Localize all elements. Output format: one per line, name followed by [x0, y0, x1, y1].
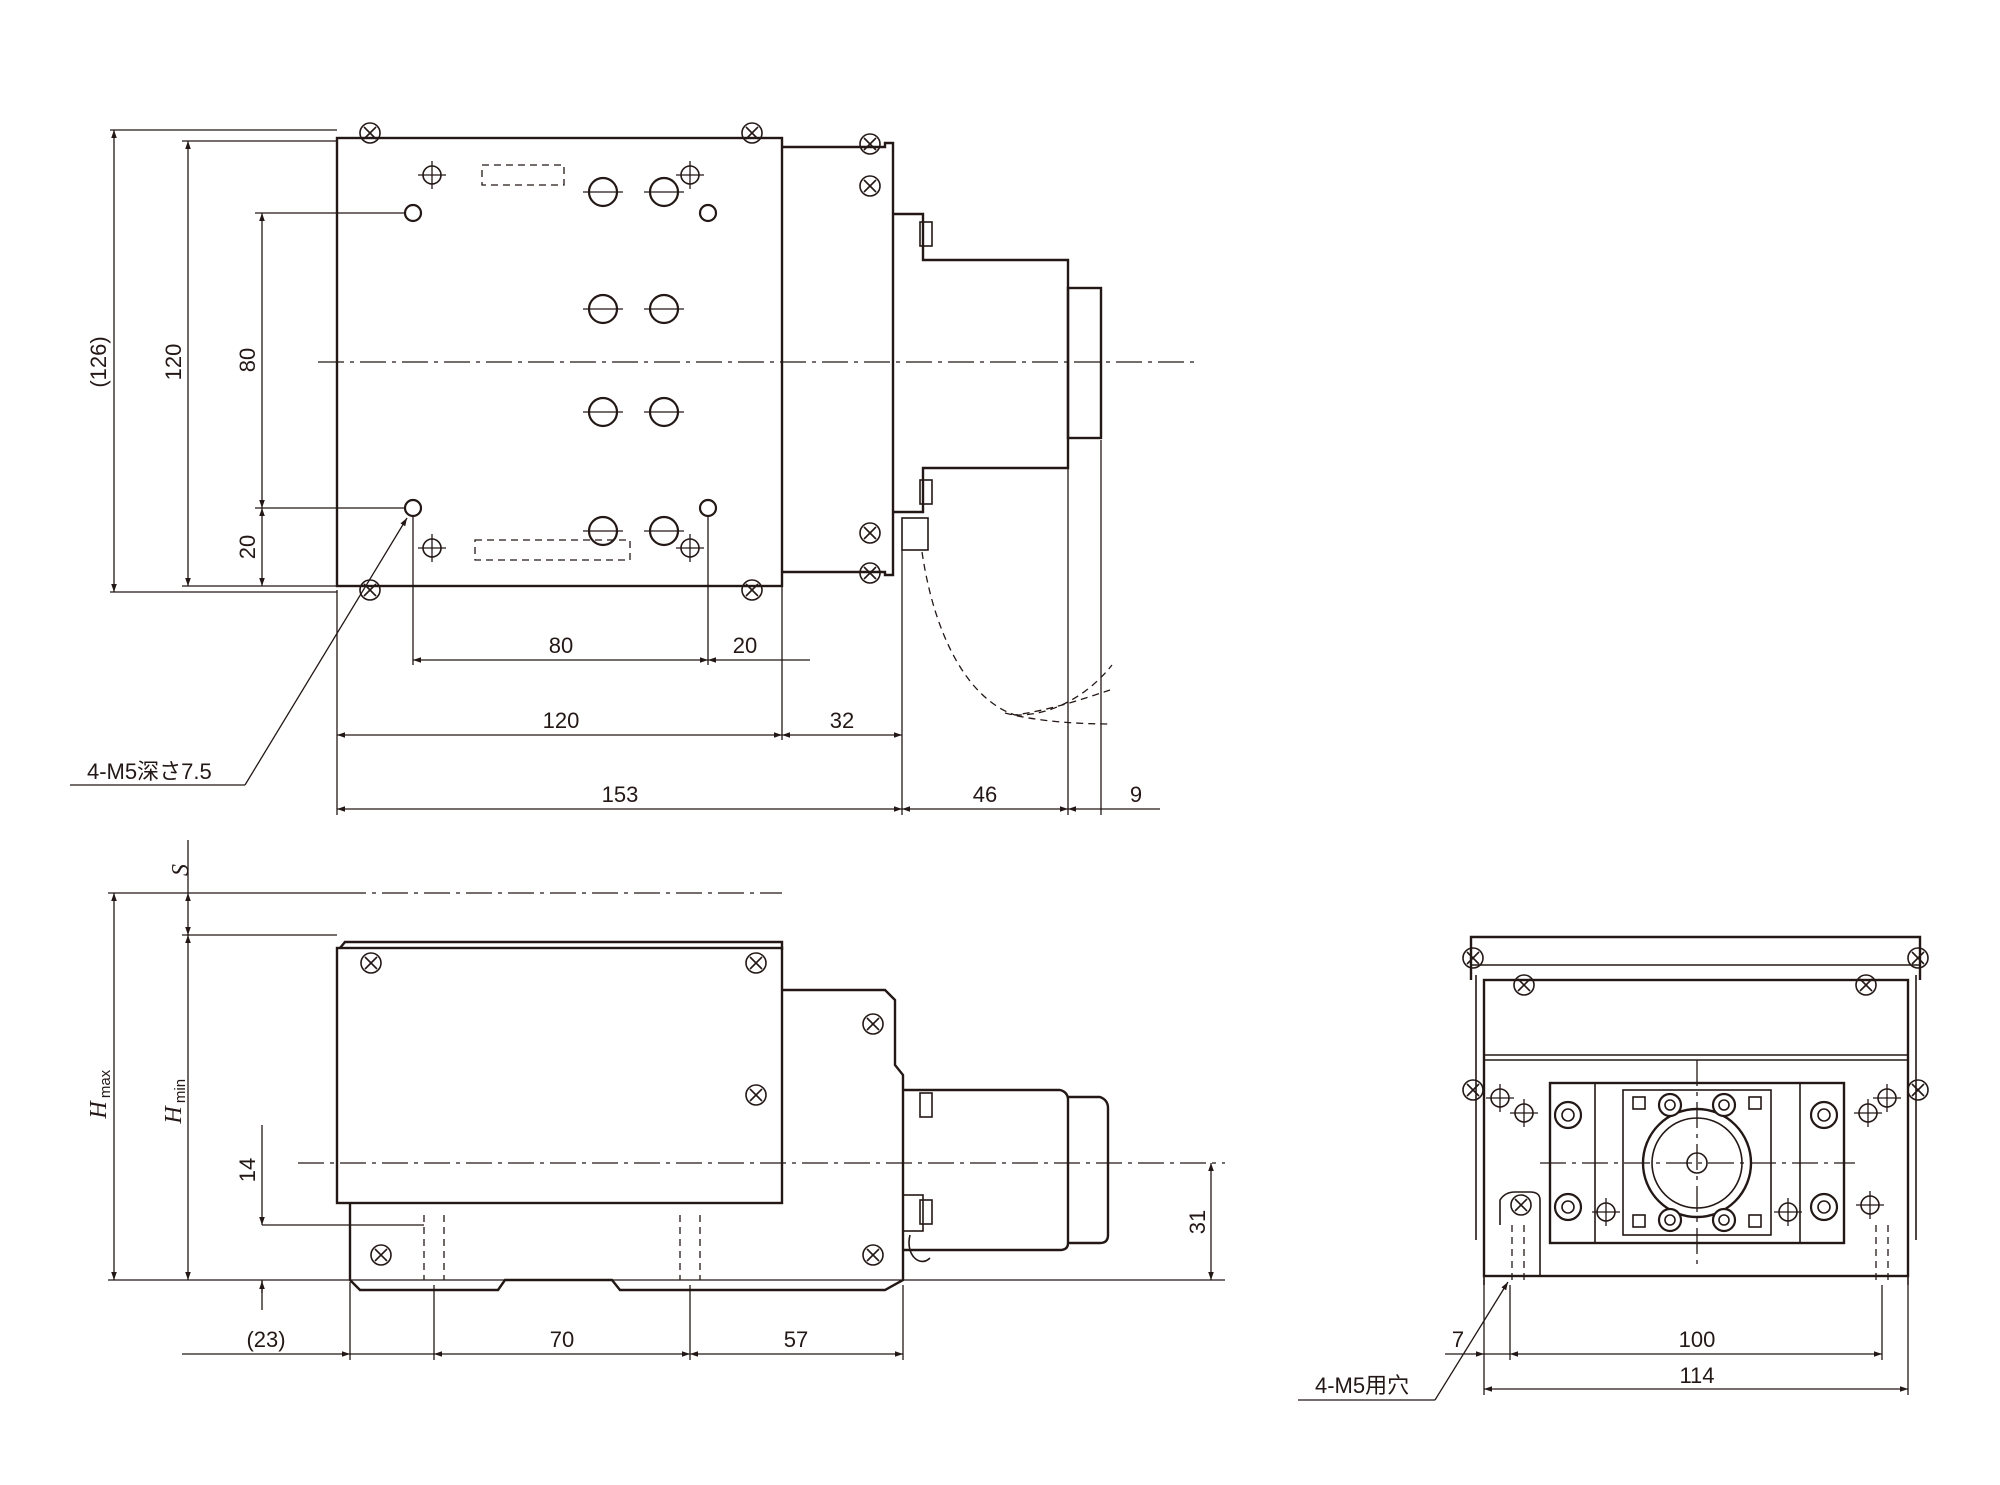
leader-line [1434, 1281, 1509, 1401]
motor-end-cap [1066, 286, 1103, 440]
svg-text:max: max [97, 1069, 114, 1098]
screw-icon [1462, 1079, 1484, 1101]
stroke-label: S [168, 864, 194, 876]
motor-bolt-bottom [919, 479, 933, 505]
leader-line [244, 517, 408, 786]
svg-text:min: min [172, 1079, 189, 1103]
screw-icon [745, 952, 767, 974]
motor-bolt-top [919, 221, 933, 247]
motor-housing-outline [782, 141, 895, 577]
cable-path [921, 551, 1111, 716]
cable-clip [908, 1234, 931, 1263]
m5-hole [403, 203, 423, 223]
hmin-label: H min [161, 1079, 189, 1125]
tapped-hole-icon [675, 160, 705, 190]
screw-icon [370, 1244, 392, 1266]
callout-m5-hole: 4-M5用穴 [1315, 1373, 1409, 1398]
tapped-hole-icon [1872, 1083, 1902, 1113]
dim-label-114: 114 [1679, 1363, 1714, 1388]
tapped-hole-icon [1485, 1083, 1515, 1113]
tapped-hole-icon [1855, 1190, 1885, 1220]
dim-label-46: 46 [973, 782, 997, 807]
dim-label-23: (23) [246, 1327, 285, 1352]
motor-cap-side [1068, 1095, 1110, 1245]
callout-m5-depth: 4-M5深さ7.5 [87, 759, 212, 784]
svg-text:H: H [86, 1100, 112, 1120]
tapped-hole-icon [417, 160, 447, 190]
dim-label-153: 153 [602, 782, 639, 807]
end-top-frame [1469, 935, 1922, 980]
screw-icon [862, 1244, 884, 1266]
dim-label-14: 14 [235, 1158, 260, 1182]
m5-hole [698, 203, 718, 223]
dim-label-32: 32 [830, 708, 854, 733]
end-view: 7 100 114 4-M5用穴 [1298, 935, 1929, 1401]
screw-icon [359, 122, 381, 144]
dim-label-126: (126) [86, 336, 111, 387]
side-view: S H max H min 14 31 (23) 70 57 [86, 840, 1225, 1360]
dim-label-100: 100 [1679, 1327, 1716, 1352]
dim-label-20-v: 20 [235, 535, 260, 559]
base-outline [348, 988, 905, 1292]
screw-icon [1907, 1079, 1929, 1101]
dim-label-20-h: 20 [733, 633, 757, 658]
screw-icon [745, 1084, 767, 1106]
dim-label-9: 9 [1130, 782, 1142, 807]
tapped-hole-icon [417, 533, 447, 563]
dim-label-80-v: 80 [235, 348, 260, 372]
motor-outline [893, 212, 1070, 514]
tapped-hole-icon [1591, 1197, 1621, 1227]
motor-side [903, 1088, 1070, 1252]
m5-hole [698, 498, 718, 518]
end-body [1482, 978, 1910, 1278]
screw-icon [1513, 974, 1535, 996]
counterbore-holes [583, 176, 684, 547]
screw-icon [741, 579, 763, 601]
stage-table-outline [335, 946, 784, 1205]
dim-label-7: 7 [1452, 1327, 1464, 1352]
hidden-slot [474, 539, 631, 561]
dim-label-31: 31 [1185, 1210, 1210, 1234]
screw-icon [862, 1013, 884, 1035]
flange-screws [1553, 1092, 1839, 1233]
top-view: (126) 120 80 20 80 20 120 32 153 46 9 4-… [70, 122, 1195, 815]
tapped-hole-icon [1773, 1197, 1803, 1227]
screw-icon [741, 122, 763, 144]
dim-label-57: 57 [784, 1327, 808, 1352]
dim-label-120-h: 120 [543, 708, 580, 733]
screw-icon [859, 133, 881, 155]
hmax-label: H max [86, 1069, 114, 1119]
screw-icon [1510, 1194, 1532, 1216]
hidden-holes [1511, 1225, 1889, 1285]
screw-icon [859, 175, 881, 197]
screw-icon [1855, 974, 1877, 996]
tapped-hole-icon [1853, 1098, 1883, 1128]
tapped-hole-icon [675, 533, 705, 563]
dim-label-120-v: 120 [161, 344, 186, 381]
m5-hole [403, 498, 423, 518]
tapped-hole-icon [1509, 1098, 1539, 1128]
hidden-slot [481, 164, 565, 186]
svg-text:H: H [161, 1105, 187, 1125]
dim-label-70: 70 [550, 1327, 574, 1352]
screw-icon [360, 952, 382, 974]
dim-label-80-h: 80 [549, 633, 573, 658]
screw-icon [859, 522, 881, 544]
cable-gland [901, 517, 929, 551]
hidden-holes [423, 1215, 701, 1280]
